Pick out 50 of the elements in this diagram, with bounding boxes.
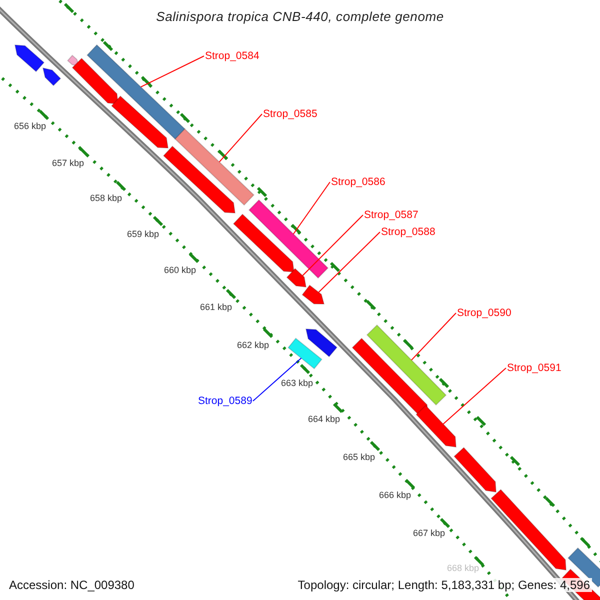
- scale-label: 662 kbp: [237, 340, 270, 350]
- gene-segment: [72, 58, 119, 105]
- gene-segment: [286, 268, 307, 288]
- leader-line: [218, 114, 262, 162]
- leader-line: [302, 214, 364, 276]
- gene-label: Strop_0587: [364, 209, 418, 221]
- gene-label: Strop_0584: [205, 50, 260, 62]
- gene-band: [248, 199, 329, 279]
- accession-text: Accession: NC_009380: [9, 578, 134, 592]
- leader-line: [252, 358, 302, 402]
- gene-band: [86, 44, 186, 140]
- gene-label: Strop_0591: [507, 362, 562, 374]
- gene-segment: [454, 446, 497, 493]
- gene-label: Strop_0589: [198, 395, 252, 407]
- leader-line: [140, 56, 204, 88]
- gene-segment: [352, 338, 429, 416]
- gene-segment: [232, 214, 295, 273]
- scale-label: 659 kbp: [127, 229, 160, 239]
- gene-label: Strop_0588: [381, 226, 436, 238]
- scale-label: 657 kbp: [52, 158, 84, 168]
- gene-label: Strop_0585: [263, 108, 318, 120]
- leader-line: [292, 182, 330, 235]
- gene-band: [174, 128, 255, 206]
- scale-label: 664 kbp: [308, 414, 340, 424]
- gene-band: [366, 324, 447, 406]
- scale-label: 660 kbp: [164, 265, 196, 275]
- scale-label: 665 kbp: [343, 452, 376, 462]
- scale-label: 667 kbp: [413, 528, 446, 538]
- gene-segment: [14, 44, 45, 72]
- gene-band: [288, 338, 322, 370]
- scale-label: 661 kbp: [200, 302, 232, 312]
- leader-line: [318, 232, 380, 293]
- gene-segment: [162, 146, 236, 214]
- scale-label: 666 kbp: [379, 490, 412, 500]
- gene-segment: [416, 404, 457, 448]
- genome-summary: Topology: circular; Length: 5,183,331 bp; Genes: 4,596: [296, 578, 592, 592]
- diagram-title: Salinispora tropica CNB-440, complete genome: [156, 9, 444, 24]
- leader-line: [442, 368, 506, 425]
- gene-label: Strop_0590: [457, 307, 512, 319]
- gene-segment: [490, 488, 567, 571]
- leader-line: [410, 312, 456, 361]
- gene-label: Strop_0586: [331, 176, 386, 188]
- gene-segment: [110, 95, 169, 149]
- scale-label: 668 kbp: [447, 563, 480, 573]
- gene-segment: [42, 67, 62, 86]
- gene-segment: [302, 284, 325, 305]
- gene-segment: [305, 328, 338, 358]
- scale-label: 658 kbp: [90, 193, 122, 203]
- scale-label: 656 kbp: [14, 121, 46, 131]
- scale-label: 663 kbp: [281, 378, 314, 388]
